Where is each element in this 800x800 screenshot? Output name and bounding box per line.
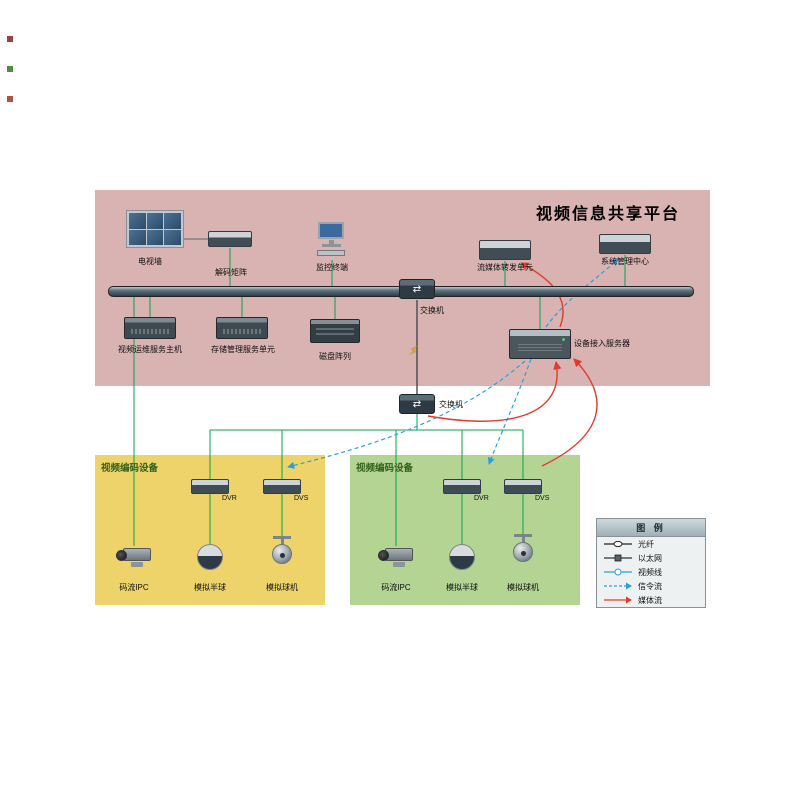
- disk-array-label: 磁盘阵列: [319, 352, 351, 361]
- camera-base: [393, 562, 405, 567]
- ball-left-icon: [269, 536, 295, 566]
- disk-array-icon: [310, 319, 360, 343]
- tv-wall-label: 电视墙: [138, 257, 162, 266]
- tv-cell: [129, 229, 146, 245]
- ball-right-icon: [510, 534, 536, 564]
- legend-item-signal: 信令流: [597, 579, 705, 593]
- dvs-right-label: DVS: [535, 495, 550, 502]
- dvs-right-icon: [504, 479, 542, 494]
- edge-artifact-dot: [7, 96, 13, 102]
- legend-label: 以太网: [638, 553, 662, 563]
- ball-mount: [514, 534, 532, 537]
- ball-sphere: [272, 544, 292, 564]
- edge-artifact-dot: [7, 66, 13, 72]
- page-title: 视频信息共享平台: [536, 206, 681, 223]
- ops-host-icon: [124, 317, 176, 339]
- ball-stem: [522, 537, 525, 542]
- ball-right-label: 模拟球机: [507, 583, 539, 592]
- legend-title: 图 例: [597, 519, 705, 537]
- encoder-panel-right-title: 视频编码设备: [356, 463, 414, 474]
- tv-cell: [129, 213, 146, 229]
- ball-sphere: [513, 542, 533, 562]
- dvr-right-label: DVR: [474, 495, 489, 502]
- legend-item-video: 视频线: [597, 565, 705, 579]
- decoder-matrix-icon: [208, 231, 252, 247]
- dome-right-label: 模拟半球: [446, 583, 478, 592]
- legend-label: 信令流: [638, 581, 662, 591]
- stream-unit-icon: [479, 240, 531, 260]
- switch-arrows-icon: ⇄: [412, 398, 422, 410]
- legend-item-media: 媒体流: [597, 593, 705, 607]
- storage-unit-icon: [216, 317, 268, 339]
- monitor-terminal-icon: [314, 222, 350, 260]
- dome-right-icon: [449, 544, 475, 570]
- video-line-icon: [604, 568, 632, 576]
- sys-mgmt-icon: [599, 234, 651, 254]
- legend-label: 视频线: [638, 567, 662, 577]
- dvs-left-icon: [263, 479, 301, 494]
- pc-keyboard: [317, 250, 345, 256]
- ops-host-label: 视频运维服务主机: [118, 345, 182, 354]
- dome-left-icon: [197, 544, 223, 570]
- legend: 图 例 光纤 以太网 视频线: [596, 518, 706, 608]
- legend-item-fiber: 光纤: [597, 537, 705, 551]
- pc-base: [322, 244, 341, 247]
- ball-stem: [281, 539, 284, 544]
- ipc-right-icon: [376, 546, 416, 570]
- camera-lens: [116, 550, 127, 561]
- monitor-terminal-label: 监控终端: [316, 263, 348, 272]
- camera-body: [123, 548, 151, 561]
- camera-body: [385, 548, 413, 561]
- camera-base: [131, 562, 143, 567]
- dvr-left-label: DVR: [222, 495, 237, 502]
- legend-item-ethernet: 以太网: [597, 551, 705, 565]
- media-flow-icon: [604, 596, 632, 604]
- ball-left-label: 模拟球机: [266, 583, 298, 592]
- dvr-right-icon: [443, 479, 481, 494]
- legend-label: 光纤: [638, 539, 654, 549]
- edge-artifact-dot: [7, 36, 13, 42]
- fiber-line-icon: [604, 540, 632, 548]
- access-server-label: 设备接入服务器: [574, 339, 630, 348]
- signal-flow-icon: [604, 582, 632, 590]
- ethernet-line-icon: [604, 554, 632, 562]
- switch-top-icon: ⇄: [399, 279, 435, 299]
- ipc-left-icon: [114, 546, 154, 570]
- ball-mount: [273, 536, 291, 539]
- tv-wall-icon: [126, 210, 184, 248]
- switch-top-label: 交换机: [420, 306, 444, 315]
- tv-cell: [164, 213, 181, 229]
- access-server-icon: [509, 329, 571, 359]
- ipc-right-label: 码流IPC: [381, 583, 411, 592]
- stream-unit-label: 流媒体转发单元: [477, 263, 533, 272]
- tv-cell: [164, 229, 181, 245]
- ipc-left-label: 码流IPC: [119, 583, 149, 592]
- switch-arrows-icon: ⇄: [412, 283, 422, 295]
- legend-label: 媒体流: [638, 595, 662, 605]
- dome-left-label: 模拟半球: [194, 583, 226, 592]
- dvs-left-label: DVS: [294, 495, 309, 502]
- encoder-panel-left-title: 视频编码设备: [101, 463, 159, 474]
- dvr-left-icon: [191, 479, 229, 494]
- sys-mgmt-label: 系统管理中心: [601, 257, 649, 266]
- pc-stand: [329, 240, 334, 244]
- tv-cell: [146, 213, 164, 229]
- switch-bottom-icon: ⇄: [399, 394, 435, 414]
- tv-cell: [146, 229, 164, 245]
- decoder-matrix-label: 解码矩阵: [215, 268, 247, 277]
- pc-screen: [318, 222, 344, 239]
- camera-lens: [378, 550, 389, 561]
- storage-unit-label: 存储管理服务单元: [211, 345, 275, 354]
- switch-bottom-label: 交换机: [439, 400, 463, 409]
